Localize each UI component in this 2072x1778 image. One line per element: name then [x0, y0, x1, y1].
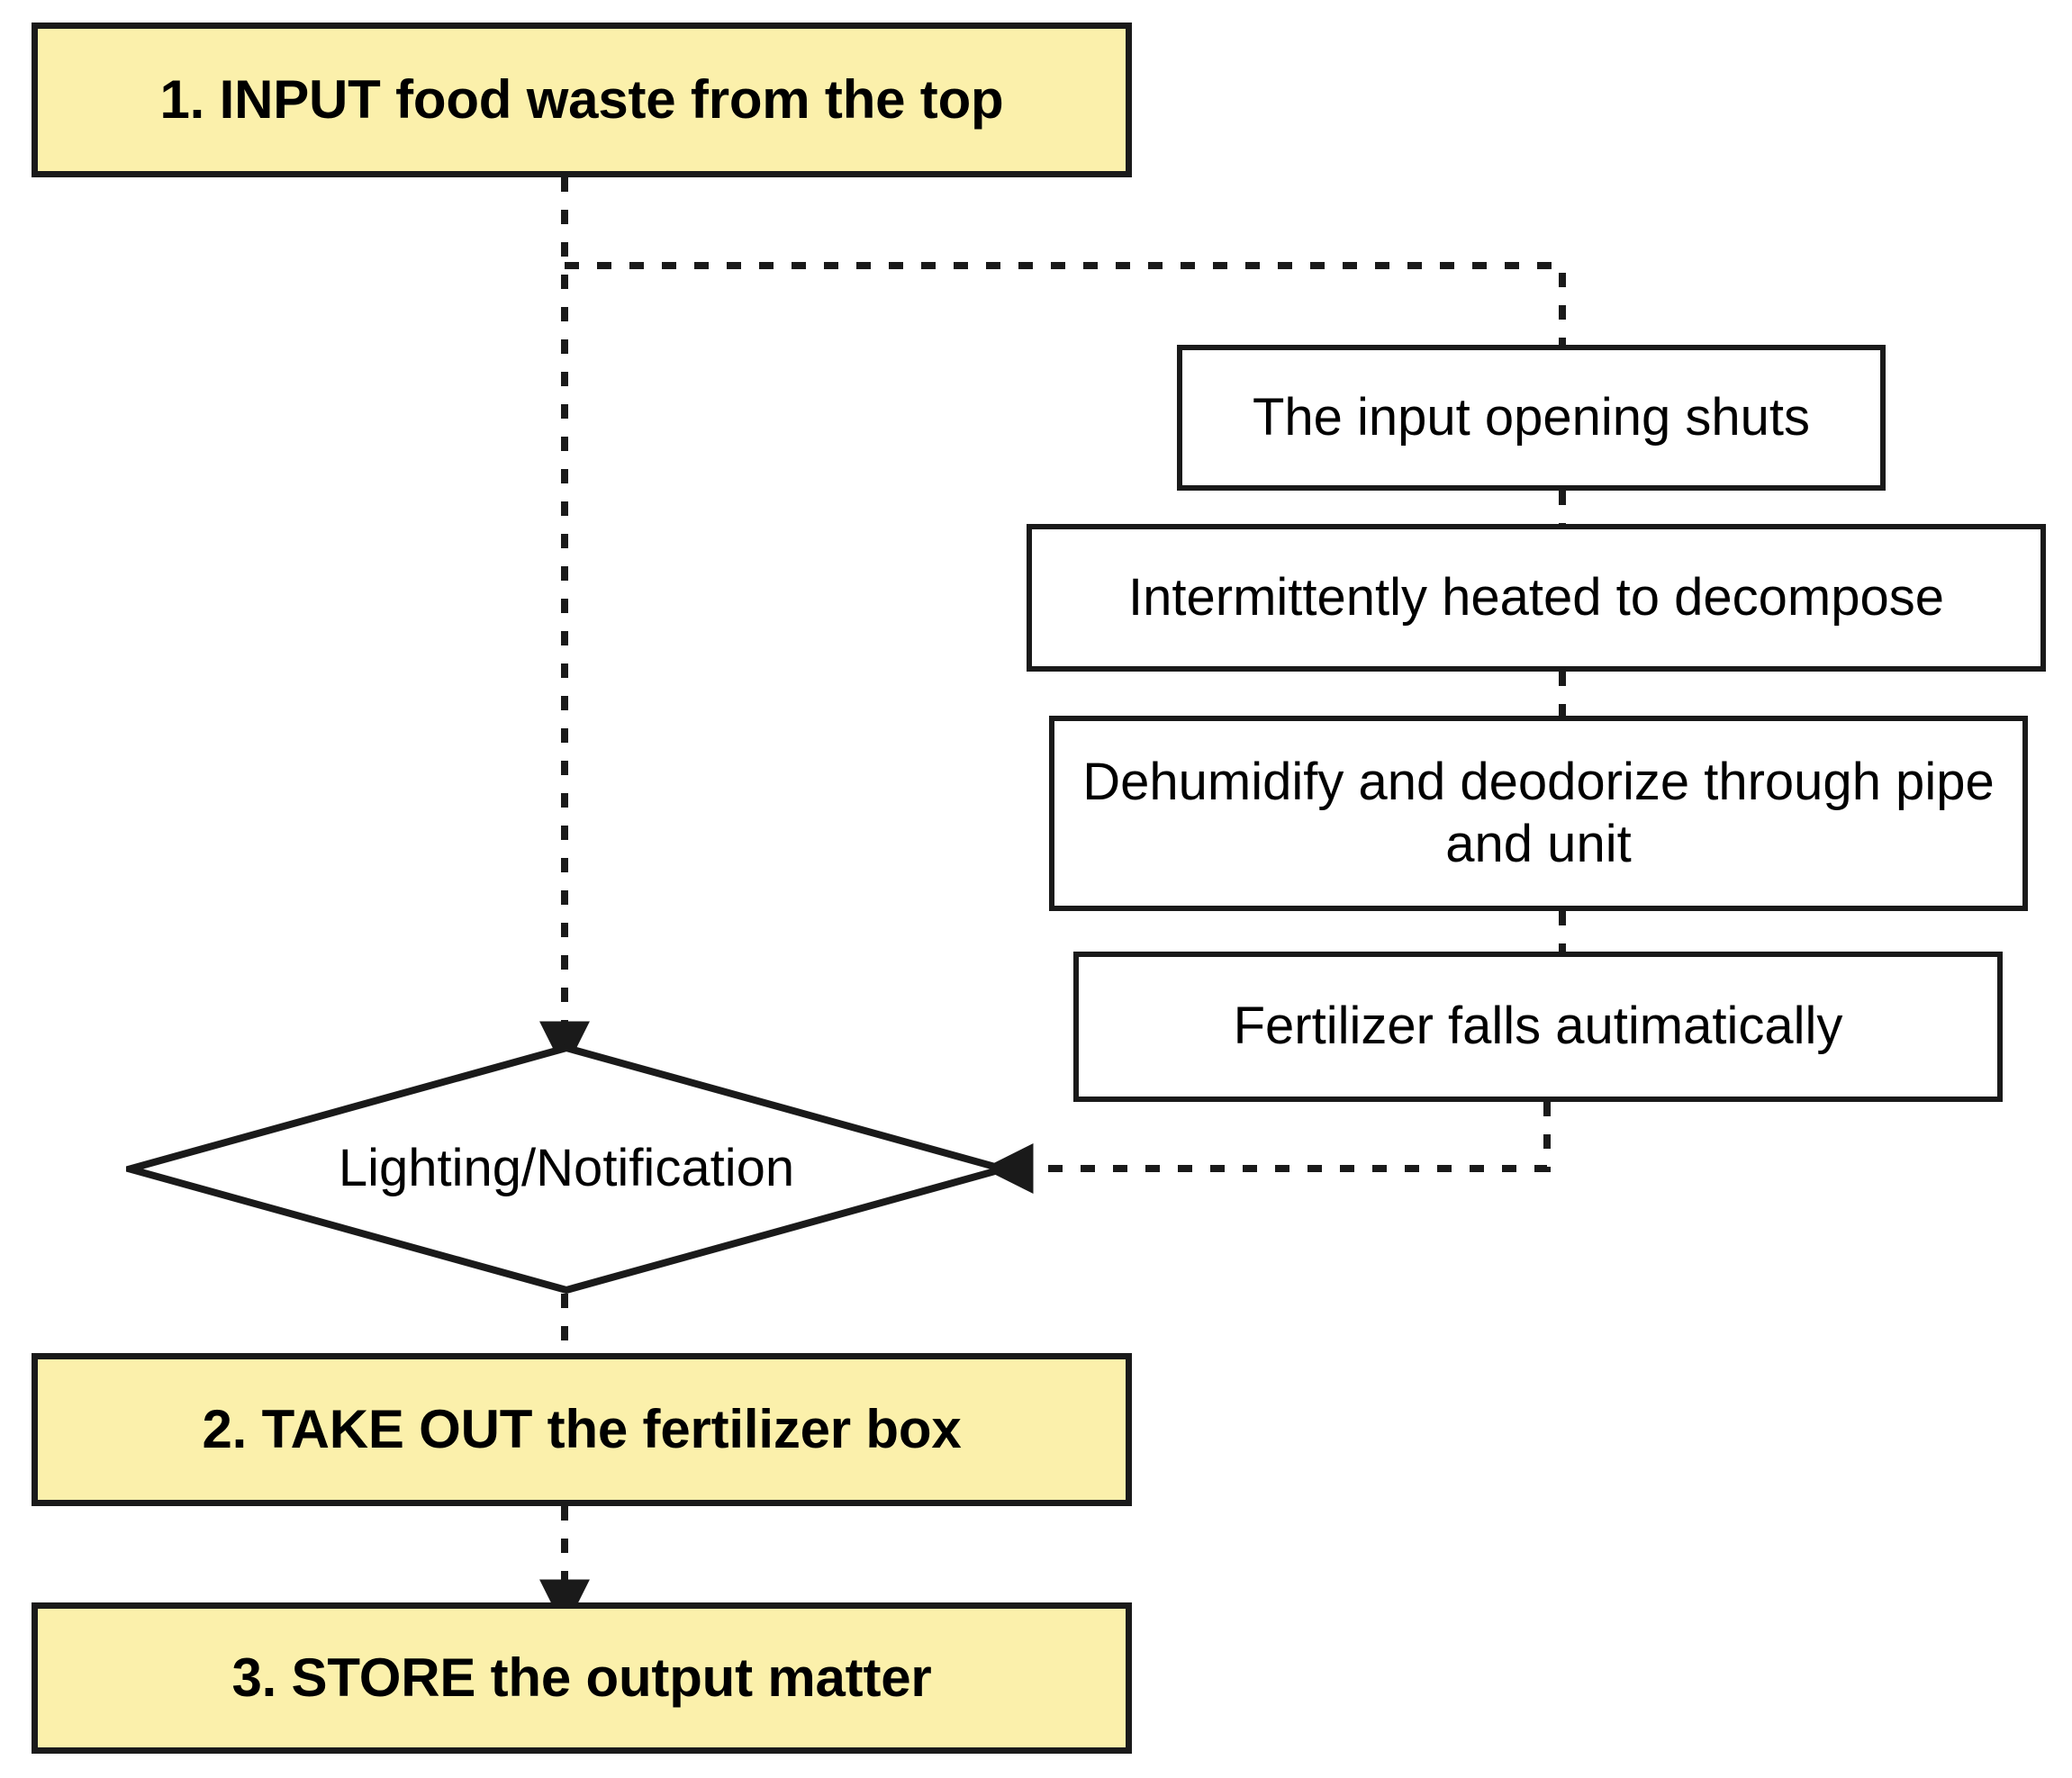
diamond-outline-icon — [126, 1044, 1007, 1294]
process-dehumidify-deodorize-box[interactable]: Dehumidify and deodorize through pipe an… — [1049, 716, 2028, 911]
step-3-store-label: 3. STORE the output matter — [231, 1647, 932, 1708]
step-2-take-out-box[interactable]: 2. TAKE OUT the fertilizer box — [32, 1353, 1132, 1506]
process-input-opening-shuts-label: The input opening shuts — [1252, 387, 1811, 447]
process-fertilizer-falls-label: Fertilizer falls autimatically — [1233, 997, 1843, 1056]
edge-step1-branch-to-proc1 — [565, 262, 1566, 345]
decision-lighting-notification-shape[interactable]: Lighting/Notification — [126, 1044, 1007, 1294]
step-2-take-out-label: 2. TAKE OUT the fertilizer box — [202, 1398, 962, 1459]
process-fertilizer-falls-box[interactable]: Fertilizer falls autimatically — [1073, 952, 2003, 1102]
step-3-store-box[interactable]: 3. STORE the output matter — [32, 1602, 1132, 1754]
process-intermittently-heated-box[interactable]: Intermittently heated to decompose — [1027, 524, 2046, 672]
step-1-input-box[interactable]: 1. INPUT food waste from the top — [32, 23, 1132, 177]
step-1-input-label: 1. INPUT food waste from the top — [159, 68, 1004, 130]
decision-lighting-notification-label: Lighting/Notification — [338, 1139, 795, 1198]
process-dehumidify-deodorize-label: Dehumidify and deodorize through pipe an… — [1082, 753, 1995, 873]
edge-proc4-to-decision — [982, 1102, 1551, 1194]
process-input-opening-shuts-box[interactable]: The input opening shuts — [1177, 345, 1886, 491]
process-intermittently-heated-label: Intermittently heated to decompose — [1128, 567, 1944, 627]
